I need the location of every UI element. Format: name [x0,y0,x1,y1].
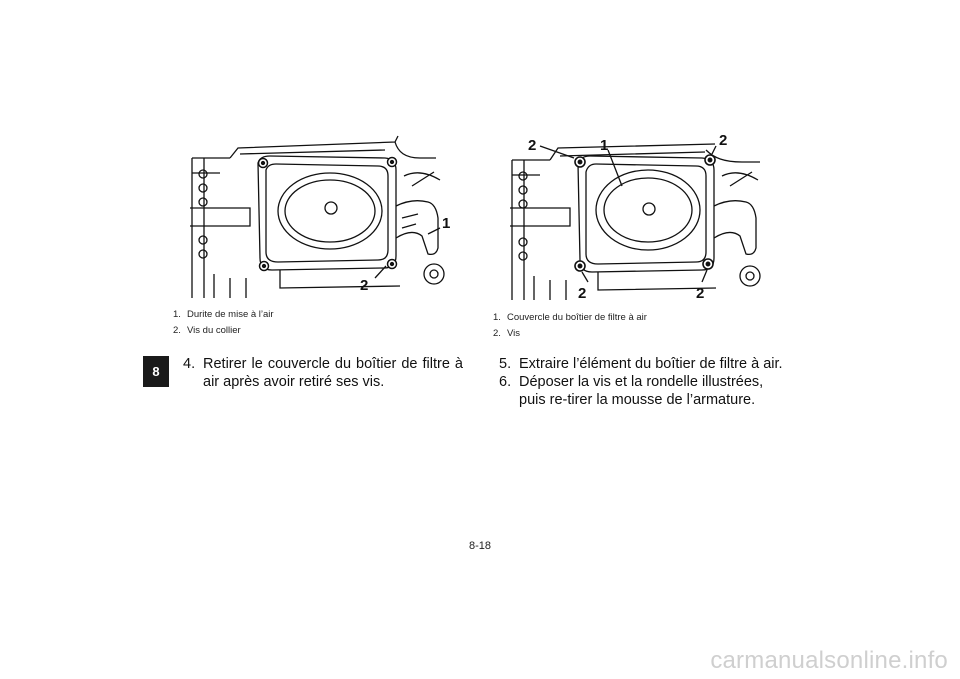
step-text: Retirer le couvercle du boîtier de filtr… [203,356,463,390]
caption-text: Vis du collier [187,325,241,336]
step-number: 5. [499,356,512,372]
right-figure-captions: 1. Couvercle du boîtier de filtre à air … [493,310,647,342]
caption-number: 2. [493,328,501,339]
left-instructions: 4. Retirer le couvercle du boîtier de fi… [183,355,463,391]
right-instructions: 5. Extraire l’élément du boîtier de filt… [499,355,784,409]
step-text: Extraire l’élément du boîtier de filtre … [519,356,783,372]
caption-text: Vis [507,328,521,339]
caption-number: 2. [173,325,181,336]
caption-number: 1. [493,312,501,323]
left-callout-2: 2 [360,277,368,294]
airbox-cover-drawing: 2 1 2 2 2 [510,132,761,302]
step-number: 4. [183,356,196,372]
airbox-hose-drawing: 1 2 [190,135,450,298]
caption-number: 1. [173,309,181,320]
instruction-step: 6. Déposer la vis et la rondelle illustr… [499,373,784,409]
caption-item: 2. Vis du collier [173,323,274,339]
chapter-tab: 8 [143,356,169,387]
right-callout-2-bottomleft: 2 [578,285,586,302]
step-number: 6. [499,374,512,390]
right-illustration: 2 1 2 2 2 [510,130,772,302]
right-callout-2-topright: 2 [719,132,727,149]
caption-text: Couvercle du boîtier de filtre à air [507,312,647,323]
page-number: 8-18 [468,540,492,552]
right-callout-2-topleft: 2 [528,137,536,154]
step-text: Déposer la vis et la rondelle illustrées… [519,374,764,408]
caption-item: 1. Durite de mise à l’air [173,307,274,323]
left-callout-1: 1 [442,215,450,232]
caption-item: 1. Couvercle du boîtier de filtre à air [493,310,647,326]
instruction-step: 4. Retirer le couvercle du boîtier de fi… [183,355,463,391]
caption-item: 2. Vis [493,326,647,342]
right-callout-1: 1 [600,137,608,154]
left-illustration: 1 2 [190,128,462,300]
right-callout-2-bottomright: 2 [696,285,704,302]
caption-text: Durite de mise à l’air [187,309,274,320]
left-figure-captions: 1. Durite de mise à l’air 2. Vis du coll… [173,307,274,339]
watermark: carmanualsonline.info [710,647,948,674]
instruction-step: 5. Extraire l’élément du boîtier de filt… [499,355,784,373]
